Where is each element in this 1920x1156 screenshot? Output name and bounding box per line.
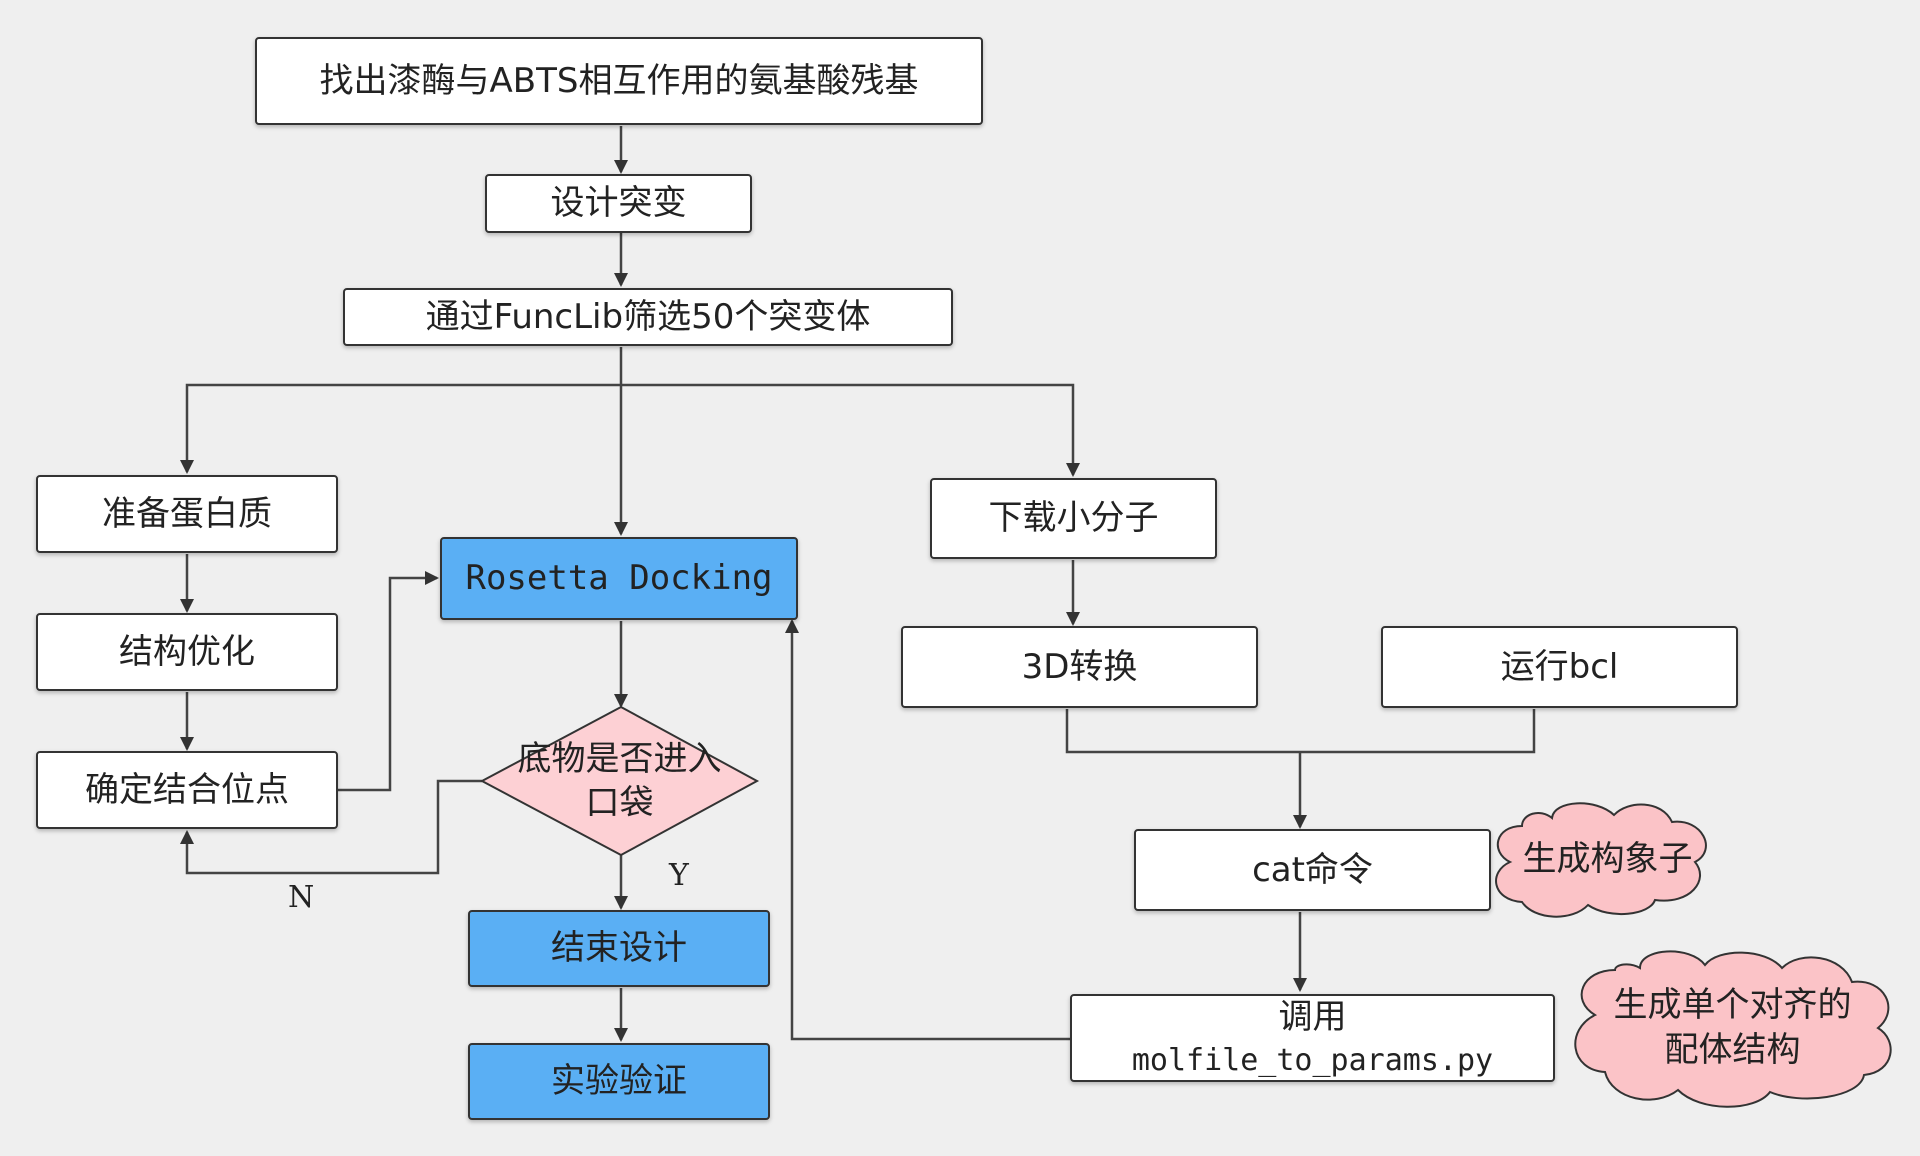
cloud-conformers: 生成构象子 — [1495, 800, 1720, 918]
cloud-shape-aligned — [1574, 950, 1892, 1108]
edge-label-yes: Y — [669, 858, 689, 893]
cloud-shape-conformers — [1495, 802, 1707, 918]
call-label-line2: molfile_to_params.py — [1131, 1042, 1494, 1078]
convert-3d-label: 3D转换 — [1021, 646, 1138, 687]
download-ligand-label: 下载小分子 — [988, 498, 1159, 539]
cat-command-box[interactable]: cat命令 — [1134, 829, 1491, 911]
run-bcl-label: 运行bcl — [1500, 646, 1619, 687]
edge-decision-no — [180, 779, 482, 875]
cloud-aligned-label-line2: 配体结构 — [1664, 1029, 1801, 1070]
edge-screen-to-download — [621, 383, 1080, 477]
call-label-line1: 调用 — [1278, 996, 1347, 1037]
edge-screen-to-prepare — [180, 383, 621, 474]
optimize-structure-box[interactable]: 结构优化 — [36, 613, 338, 691]
validation-box[interactable]: 实验验证 — [468, 1043, 770, 1120]
decision-node[interactable]: 底物是否进入 口袋 — [482, 707, 757, 855]
end-design-label: 结束设计 — [551, 928, 687, 969]
edge-call-to-docking — [785, 619, 1070, 1041]
run-bcl-box[interactable]: 运行bcl — [1381, 626, 1738, 708]
goal-label: 找出漆酶与ABTS相互作用的氨基酸残基 — [319, 60, 919, 101]
cloud-aligned-label-line1: 生成单个对齐的 — [1613, 985, 1852, 1026]
decision-diamond-shape — [479, 705, 760, 857]
edge-3d-merge — [1065, 709, 1300, 754]
goal-box[interactable]: 找出漆酶与ABTS相互作用的氨基酸残基 — [255, 37, 983, 125]
end-design-box[interactable]: 结束设计 — [468, 910, 770, 987]
prepare-protein-box[interactable]: 准备蛋白质 — [36, 475, 338, 553]
download-ligand-box[interactable]: 下载小分子 — [930, 478, 1217, 559]
edge-binding-to-docking — [338, 571, 439, 792]
decision-label-line2: 口袋 — [585, 783, 654, 823]
call-params-box[interactable]: 调用 molfile_to_params.py — [1070, 994, 1555, 1082]
optimize-structure-label: 结构优化 — [119, 631, 255, 672]
cat-command-label: cat命令 — [1252, 849, 1373, 890]
convert-3d-box[interactable]: 3D转换 — [901, 626, 1258, 708]
edge-bcl-merge — [1300, 709, 1536, 754]
design-mutation-box[interactable]: 设计突变 — [485, 174, 752, 233]
decision-label-line1: 底物是否进入 — [517, 738, 722, 779]
validation-label: 实验验证 — [551, 1061, 687, 1102]
screen-box[interactable]: 通过FuncLib筛选50个突变体 — [343, 288, 953, 346]
binding-site-label: 确定结合位点 — [85, 769, 289, 810]
binding-site-box[interactable]: 确定结合位点 — [36, 751, 338, 829]
docking-box[interactable]: Rosetta Docking — [440, 537, 798, 620]
prepare-protein-label: 准备蛋白质 — [102, 493, 272, 534]
screen-label: 通过FuncLib筛选50个突变体 — [425, 296, 871, 337]
docking-label: Rosetta Docking — [465, 558, 773, 599]
design-mutation-label: 设计突变 — [550, 183, 687, 224]
edge-label-no: N — [288, 880, 315, 915]
cloud-aligned: 生成单个对齐的 配体结构 — [1565, 950, 1900, 1105]
cloud-conformers-label: 生成构象子 — [1522, 838, 1693, 879]
